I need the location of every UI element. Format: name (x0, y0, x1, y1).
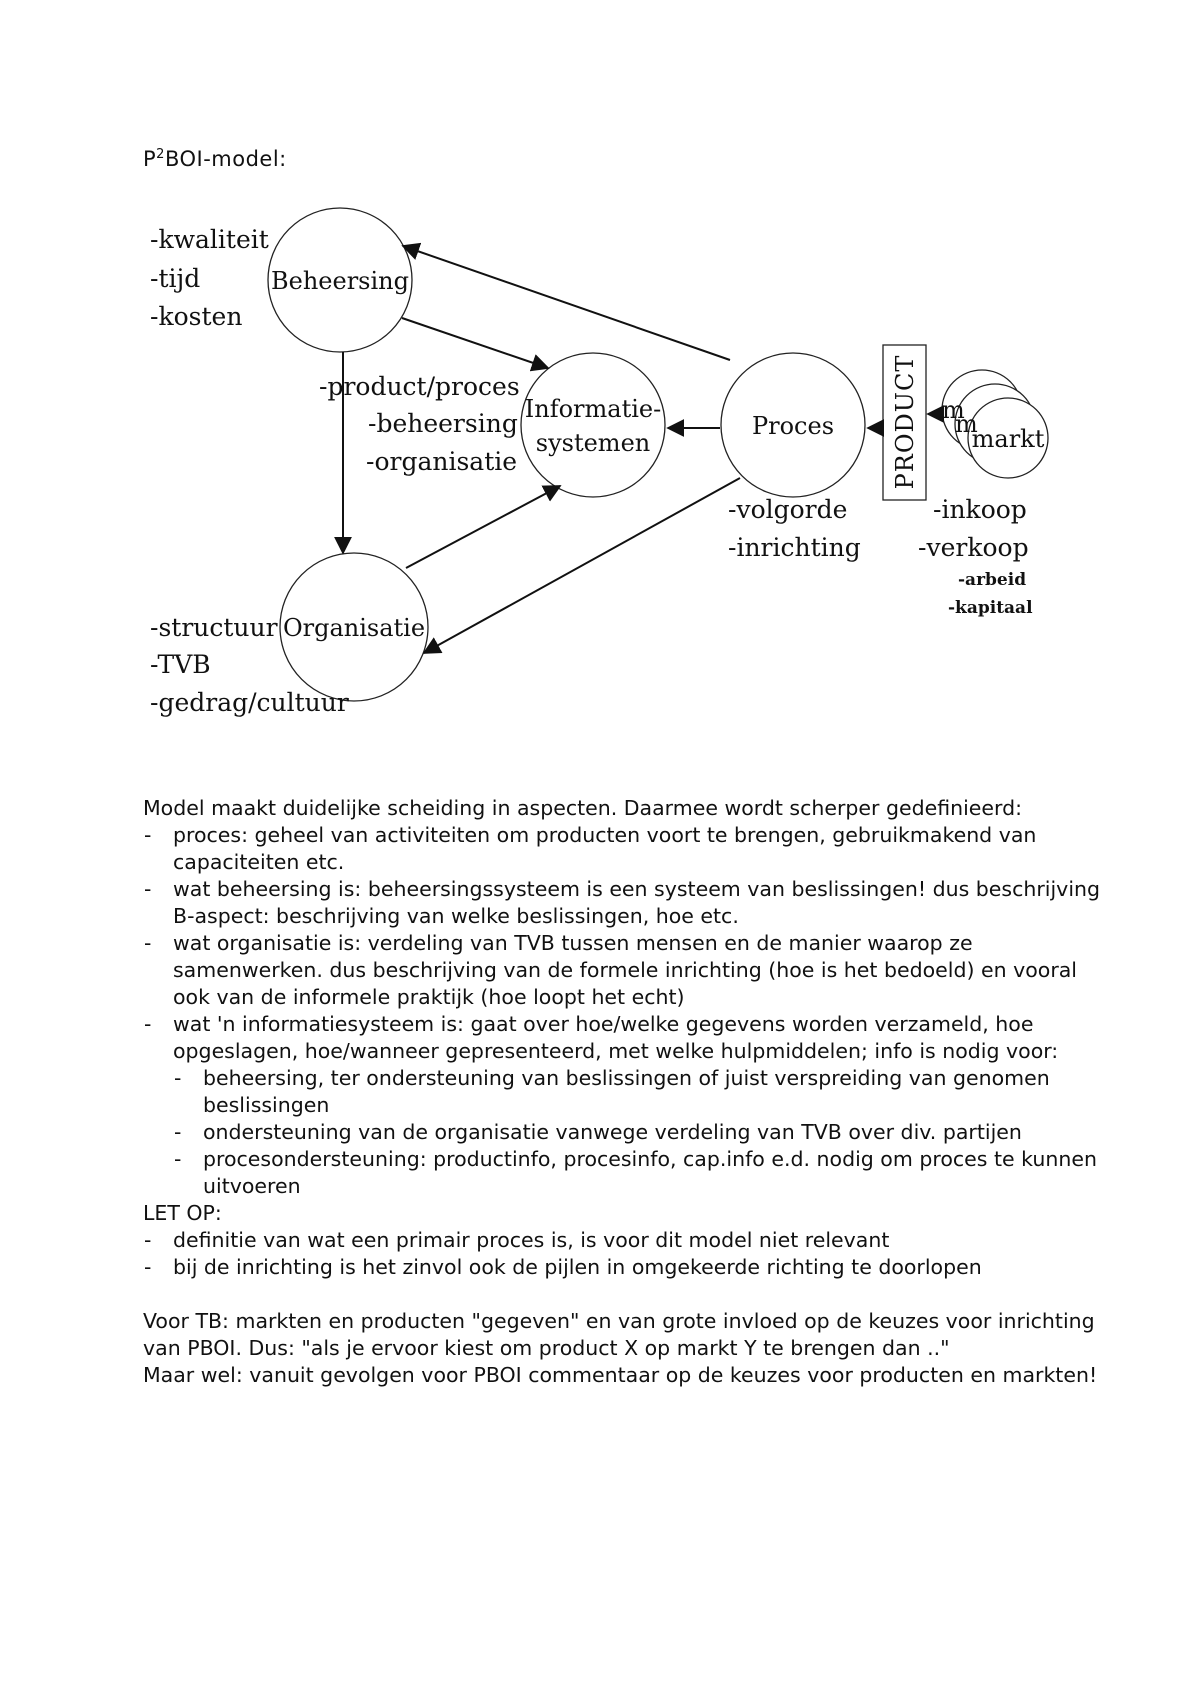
list-item: wat 'n informatiesysteem is: gaat over h… (143, 1011, 1103, 1200)
sublist-item: procesondersteuning: productinfo, proces… (173, 1146, 1103, 1200)
label-gedrag-cultuur: -gedrag/cultuur (150, 688, 349, 717)
list-item: proces: geheel van activiteiten om produ… (143, 822, 1103, 876)
label-product-proces: -product/proces (319, 372, 520, 401)
letop-list: definitie van wat een primair proces is,… (143, 1227, 1103, 1281)
title-prefix: P (143, 147, 157, 171)
label-kapitaal: -kapitaal (948, 598, 1033, 618)
intro-paragraph: Model maakt duidelijke scheiding in aspe… (143, 796, 1023, 820)
arrow-proces-to-organisatie (422, 477, 741, 654)
label-tvb: -TVB (150, 650, 211, 679)
pboi-diagram: Beheersing Informatie- systemen Proces O… (150, 207, 1049, 717)
node-markt-label: markt (972, 425, 1045, 453)
page-title: P2BOI-model: (143, 147, 287, 171)
list-item: bij de inrichting is het zinvol ook de p… (143, 1254, 1103, 1281)
node-beheersing-label: Beheersing (271, 267, 409, 295)
arrow-proces-to-beheersing (401, 242, 731, 361)
node-informatie-label-2: systemen (536, 429, 650, 457)
paragraph-spacer (143, 1281, 1103, 1308)
node-proces-circle (720, 352, 866, 498)
label-organisatie: -organisatie (366, 447, 517, 476)
title-superscript: 2 (156, 147, 165, 162)
list-item: wat organisatie is: verdeling van TVB tu… (143, 930, 1103, 1011)
node-organisatie-label: Organisatie (283, 614, 425, 642)
label-volgorde: -volgorde (728, 495, 847, 524)
node-organisatie-circle (279, 552, 429, 702)
sublist-item: beheersing, ter ondersteuning van beslis… (173, 1065, 1103, 1119)
tb-paragraph: Voor TB: markten en producten "gegeven" … (143, 1309, 1095, 1360)
title-rest: BOI-model: (164, 147, 287, 171)
node-markt-circle-front (967, 397, 1049, 479)
sublist-item: ondersteuning van de organisatie vanwege… (173, 1119, 1103, 1146)
node-informatie-label-1: Informatie- (525, 395, 661, 423)
node-markt-stack-1: m (942, 396, 965, 424)
aspect-list: proces: geheel van activiteiten om produ… (143, 822, 1103, 1200)
arrow-beheersing-to-informatie (401, 317, 550, 372)
label-beheersing: -beheersing (368, 409, 518, 438)
label-verkoop: -verkoop (918, 533, 1029, 562)
maar-paragraph: Maar wel: vanuit gevolgen voor PBOI comm… (143, 1363, 1098, 1387)
label-tijd: -tijd (150, 264, 200, 293)
label-structuur: -structuur (150, 613, 278, 642)
list-item-text: wat 'n informatiesysteem is: gaat over h… (173, 1012, 1059, 1063)
list-item: wat beheersing is: beheersingssysteem is… (143, 876, 1103, 930)
arrow-organisatie-to-informatie (405, 485, 562, 569)
node-proces-label: Proces (752, 412, 834, 440)
label-inrichting: -inrichting (728, 533, 861, 562)
label-kosten: -kosten (150, 302, 242, 331)
label-arbeid: -arbeid (958, 570, 1026, 590)
node-beheersing-circle (267, 207, 413, 353)
product-label: PRODUCT (891, 355, 919, 490)
label-inkoop: -inkoop (933, 495, 1027, 524)
node-informatie-circle (520, 352, 666, 498)
node-markt-stack-2: m (955, 410, 978, 438)
list-item: definitie van wat een primair proces is,… (143, 1227, 1103, 1254)
label-kwaliteit: -kwaliteit (150, 225, 269, 254)
info-sublist: beheersing, ter ondersteuning van beslis… (173, 1065, 1103, 1200)
body-text: Model maakt duidelijke scheiding in aspe… (143, 795, 1103, 1389)
letop-heading: LET OP: (143, 1201, 222, 1225)
